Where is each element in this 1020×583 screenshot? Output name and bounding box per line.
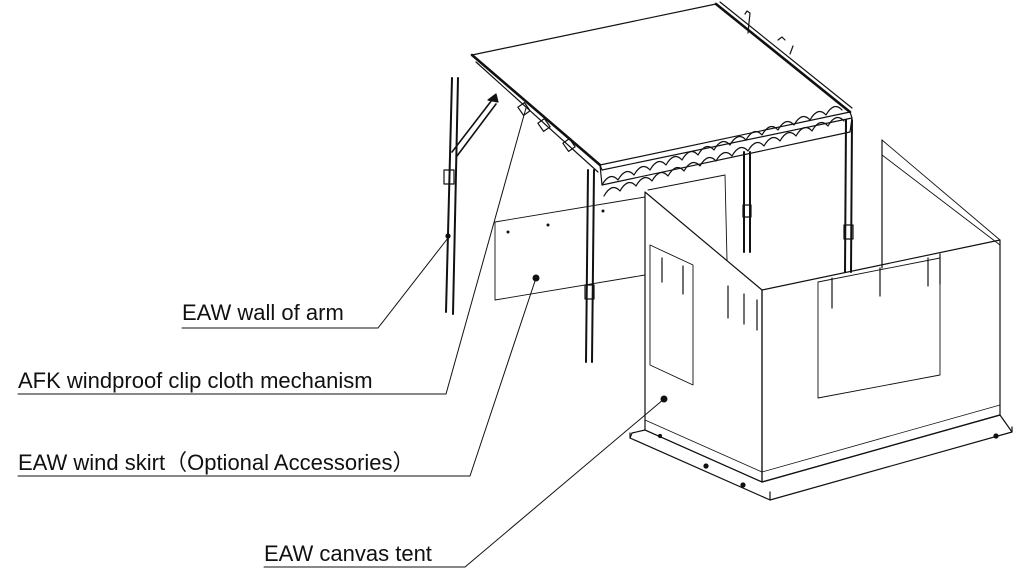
- label-wall-of-arm: EAW wall of arm: [182, 300, 344, 325]
- canvas-tent: [629, 139, 1013, 501]
- leader-lines: [17, 107, 665, 568]
- front-poles: [584, 119, 854, 363]
- label-canvas-tent: EAW canvas tent: [264, 541, 432, 566]
- wall-of-arm: [443, 77, 499, 315]
- label-windproof-clip: AFK windproof clip cloth mechanism: [18, 368, 373, 393]
- awning-canopy: [470, 1, 853, 197]
- label-wind-skirt: EAW wind skirt（Optional Accessories）: [18, 450, 415, 475]
- wind-skirt-panel: [494, 196, 646, 301]
